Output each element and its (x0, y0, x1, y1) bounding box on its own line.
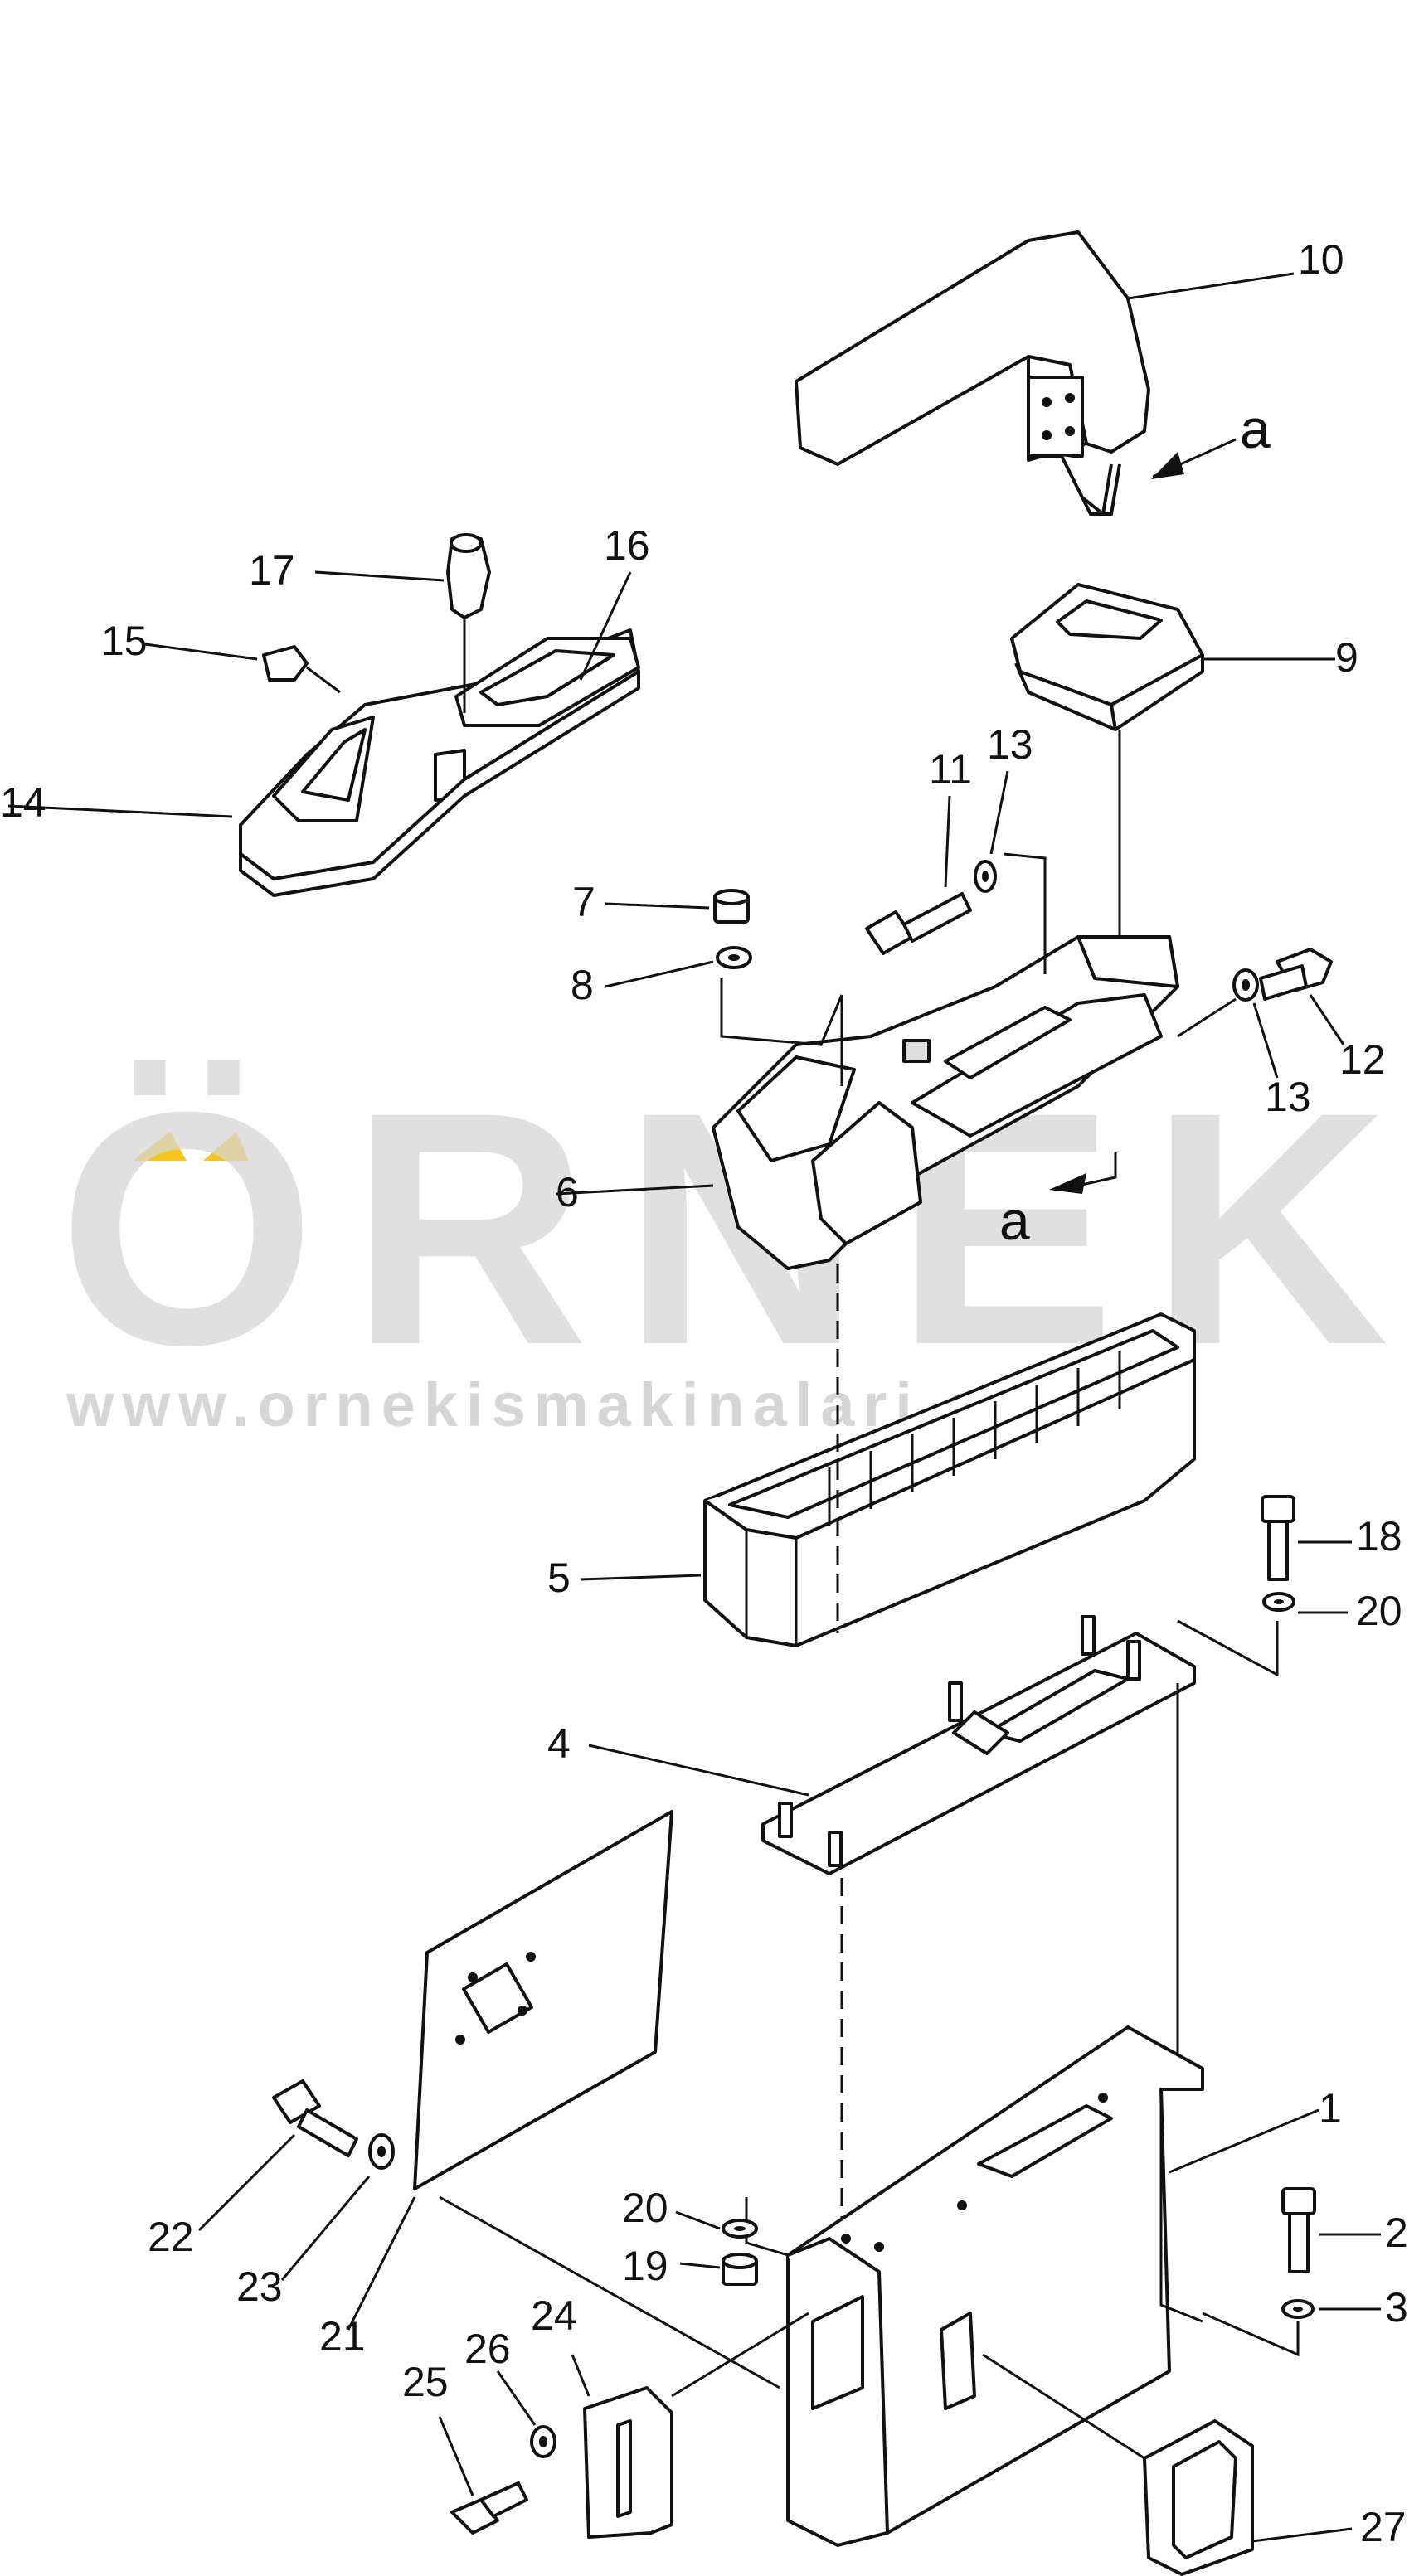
part-washer-26 (530, 2425, 556, 2458)
part-plate (761, 1615, 1196, 1875)
callout-5: 5 (547, 1555, 571, 1601)
view-marker-a-lower: a (999, 1190, 1030, 1251)
part-washer-13-upper (974, 860, 997, 893)
part-washer-13-lower (1232, 968, 1259, 1002)
callout-14: 14 (0, 779, 46, 826)
callout-25: 25 (402, 2359, 449, 2405)
callout-21: 21 (319, 2313, 366, 2360)
callout-11: 11 (929, 746, 972, 793)
part-bracket (583, 2386, 673, 2539)
view-marker-a-upper: a (1240, 398, 1271, 459)
part-washer-20-lower (722, 2219, 758, 2239)
callout-9: 9 (1335, 634, 1358, 681)
part-bolt-22 (272, 2079, 358, 2157)
callout-26: 26 (464, 2326, 511, 2372)
callout-24: 24 (531, 2292, 577, 2339)
part-handle-grip (1143, 2419, 1254, 2576)
callout-19: 19 (622, 2243, 668, 2289)
part-bolt-12 (1259, 948, 1333, 1001)
callout-18: 18 (1356, 1513, 1402, 1560)
callout-17: 17 (249, 547, 295, 594)
watermark-accent-right (203, 1132, 249, 1161)
callout-20-upper: 20 (1356, 1588, 1402, 1634)
part-bolt-11 (865, 892, 972, 955)
callout-6: 6 (556, 1169, 579, 1215)
callout-3: 3 (1385, 2284, 1408, 2331)
part-base-box (786, 2025, 1204, 2547)
part-lever-bracket (712, 935, 1179, 1270)
callout-20-lower: 20 (622, 2185, 668, 2231)
callout-22: 22 (148, 2214, 194, 2260)
part-washer-8 (716, 946, 752, 969)
callout-10: 10 (1298, 236, 1344, 283)
callout-15: 15 (101, 618, 148, 664)
callout-27: 27 (1360, 2504, 1407, 2550)
part-bolt-18 (1261, 1495, 1295, 1581)
part-tray (703, 1312, 1196, 1647)
callout-4: 4 (547, 1720, 571, 1767)
callout-13-lower: 13 (1265, 1074, 1311, 1120)
callout-labels: 1 2 3 4 5 6 7 8 9 10 11 12 13 13 14 15 1… (0, 236, 1408, 2550)
callout-16: 16 (604, 522, 650, 569)
callout-2: 2 (1385, 2210, 1408, 2256)
callout-12: 12 (1339, 1036, 1386, 1083)
part-armrest-handle (795, 230, 1150, 516)
part-washer-20-upper (1262, 1592, 1295, 1612)
part-nut-7 (713, 889, 750, 924)
callout-1: 1 (1319, 2085, 1342, 2132)
part-pin (446, 533, 491, 713)
callout-7: 7 (572, 879, 595, 925)
part-washer-23 (368, 2133, 395, 2170)
watermark-accent-left (133, 1132, 187, 1161)
part-clip (262, 645, 341, 694)
part-top-cover (1010, 583, 1204, 731)
part-nut-19 (722, 2253, 758, 2286)
callout-13-upper: 13 (987, 721, 1033, 768)
part-side-panel (413, 1810, 673, 2190)
part-washer-3 (1281, 2299, 1315, 2319)
part-grommet (454, 637, 640, 727)
callout-23: 23 (236, 2263, 283, 2310)
callout-8: 8 (571, 962, 594, 1008)
part-bolt-2 (1281, 2187, 1316, 2273)
part-bolt-25 (450, 2481, 528, 2535)
